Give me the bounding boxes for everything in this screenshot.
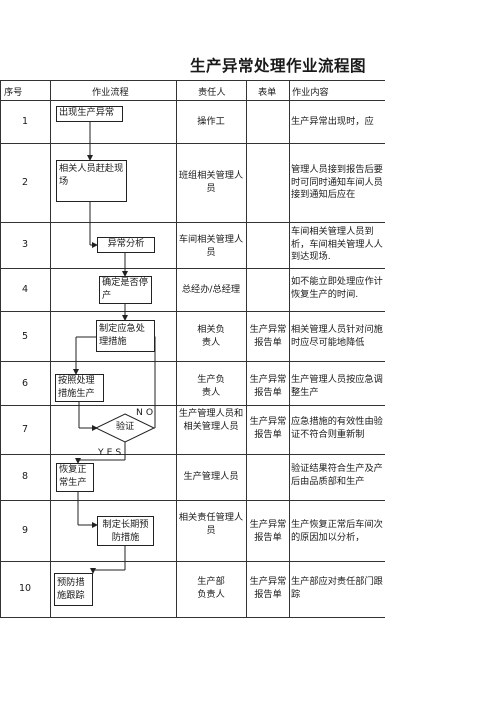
row-seq: 8 <box>21 471 29 482</box>
header-form: 表单 <box>258 87 277 98</box>
table-bottom-border <box>0 617 385 618</box>
row-border <box>0 405 385 406</box>
owner-cell: 生产管理人员和相关管理人员 <box>178 408 244 432</box>
row-border <box>0 222 385 223</box>
content-cell: 管理人员接到报告后要时可同时通知车间人员接到通知后应在 <box>291 164 383 200</box>
form-cell: 生产异常报告单 <box>249 576 287 600</box>
col-border <box>0 80 1 617</box>
form-cell: 生产异常报告单 <box>249 324 287 348</box>
col-border <box>176 80 177 617</box>
row-border <box>0 361 385 362</box>
header-bottom-border <box>0 100 385 101</box>
flow-step-emergency-plan: 制定应急处理措施 <box>96 320 155 352</box>
col-border <box>246 80 247 617</box>
decision-no-label: NO <box>136 407 157 418</box>
flow-step-stop-decision: 确定是否停产 <box>99 276 152 304</box>
content-cell: 应急措施的有效性由验证不符合则重新制 <box>291 416 383 440</box>
owner-cell: 操作工 <box>197 116 225 127</box>
row-seq: 6 <box>21 378 29 389</box>
content-cell: 验证结果符合生产及产后由品质部和生产 <box>291 463 383 487</box>
row-border <box>0 268 385 269</box>
form-cell: 生产异常报告单 <box>249 416 287 440</box>
owner-cell: 车间相关管理人员 <box>178 234 244 258</box>
flow-step-resume-production: 恢复正常生产 <box>56 463 94 492</box>
header-owner: 责任人 <box>198 87 226 98</box>
owner-cell: 相关责任管理人员 <box>178 512 244 536</box>
form-cell: 生产异常报告单 <box>249 519 287 543</box>
owner-cell: 生产部负责人 <box>197 576 225 600</box>
content-cell: 相关管理人员针对问施时应尽可能地降低 <box>291 324 383 348</box>
row-border <box>0 311 385 312</box>
row-border <box>0 561 385 562</box>
decision-yes-label: YES <box>98 447 125 458</box>
col-border <box>289 80 290 617</box>
owner-cell: 班组相关管理人员 <box>178 170 244 194</box>
col-border <box>50 80 51 617</box>
row-seq: 7 <box>21 424 29 435</box>
table-top-border <box>0 80 385 81</box>
row-seq: 10 <box>18 583 32 594</box>
flow-step-verify: 验证 <box>115 421 135 432</box>
form-cell: 生产异常报告单 <box>249 374 287 398</box>
flow-step-staff-onsite: 相关人员赶赴现场 <box>56 160 127 202</box>
flow-step-abnormality: 出现生产异常 <box>56 106 123 122</box>
row-border <box>0 454 385 455</box>
flow-step-produce-per-plan: 按照处理措施生产 <box>55 374 104 402</box>
row-seq: 4 <box>21 284 29 295</box>
content-cell: 如不能立即处理应作计恢复生产的时间. <box>291 276 383 300</box>
owner-cell: 生产负责人 <box>197 374 225 398</box>
owner-cell: 生产管理人员 <box>183 471 239 482</box>
content-cell: 生产部应对责任部门跟踪 <box>291 576 383 600</box>
header-content: 作业内容 <box>292 87 329 98</box>
flow-step-long-term-prevention: 制定长期预防措施 <box>97 516 154 546</box>
row-seq: 3 <box>21 239 29 250</box>
header-seq: 序号 <box>4 87 23 98</box>
flow-step-analysis: 异常分析 <box>97 237 155 253</box>
content-cell: 车间相关管理人员到析，车间相关管理人人到达现场. <box>291 226 383 262</box>
row-seq: 1 <box>21 116 29 127</box>
content-cell: 生产异常出现时，应 <box>291 116 374 127</box>
row-seq: 5 <box>21 331 29 342</box>
content-cell: 生产恢复正常后车间次的原因加以分析， <box>291 519 383 543</box>
owner-cell: 相关负责人 <box>197 324 225 348</box>
row-seq: 9 <box>21 525 29 536</box>
row-seq: 2 <box>21 177 29 188</box>
owner-cell: 总经办/总经理 <box>181 284 241 295</box>
row-border <box>0 500 385 501</box>
content-cell: 生产管理人员按应急调整生产 <box>291 374 383 398</box>
row-border <box>0 143 385 144</box>
page-title: 生产异常处理作业流程图 <box>190 57 367 75</box>
flow-step-prevention-tracking: 预防措施跟踪 <box>54 573 93 606</box>
header-flow: 作业流程 <box>92 87 129 98</box>
